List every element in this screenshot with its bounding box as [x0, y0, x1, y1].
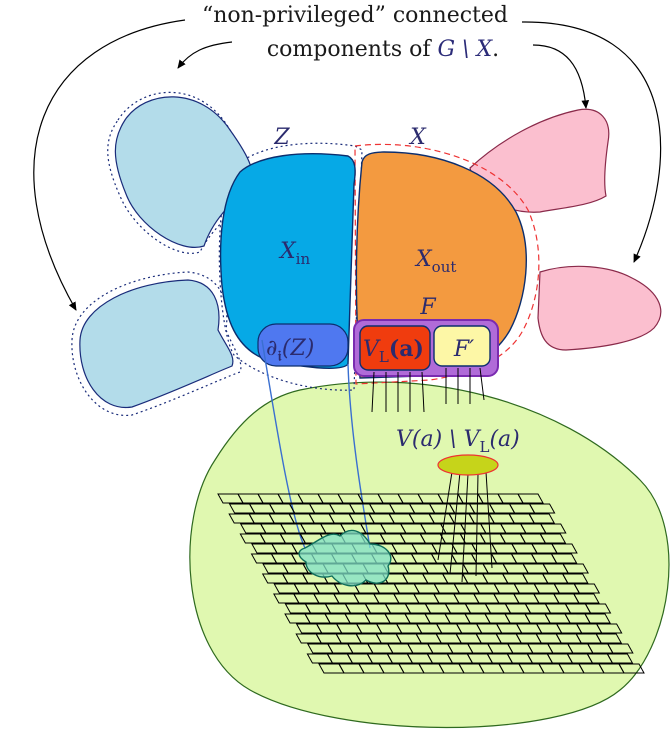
label-vl-arg: (a) — [389, 336, 424, 362]
arrow-to-lower-left-component — [33, 19, 186, 311]
label-vl-base: V — [363, 337, 381, 362]
label-f: F — [419, 295, 436, 320]
boundary-region — [257, 323, 349, 367]
grid-brick — [550, 553, 578, 564]
caption-line-1: “non-privileged” connected — [202, 3, 508, 28]
label-z: Z — [273, 125, 290, 150]
grid-brick — [528, 513, 556, 524]
label-x-out: Xout — [414, 247, 456, 276]
halo-left-lower — [71, 271, 242, 416]
grid-region — [189, 381, 670, 729]
edges-below-fprime — [445, 367, 485, 404]
label-x: X — [408, 125, 427, 150]
halo-z — [218, 142, 363, 391]
label-vl-sub: L — [379, 348, 389, 366]
fprime-region — [433, 325, 491, 367]
arrow-to-lower-right-component — [521, 21, 662, 263]
caption-line-2-text: components of — [267, 37, 438, 62]
x-dashed-outline — [354, 143, 540, 385]
component-lower-right — [537, 265, 662, 351]
label-boundary: ∂𝖎(Z) — [266, 336, 314, 365]
label-v-minus-sub: L — [479, 438, 489, 456]
x-in-region — [219, 153, 356, 369]
grid-brick — [573, 593, 600, 604]
grid-brick — [562, 563, 589, 574]
grid-brick — [618, 663, 645, 674]
caption-line-2-end: . — [492, 37, 499, 62]
connector-right — [347, 363, 371, 549]
label-boundary-sub: 𝖎 — [277, 347, 282, 365]
grid-brick — [517, 493, 544, 504]
grid-brick — [551, 543, 578, 554]
caption-line-2-math: G \ X — [437, 37, 493, 62]
arrow-to-upper-right-component — [532, 44, 590, 109]
label-boundary-sym: ∂ — [266, 336, 277, 361]
grid-brick — [539, 533, 567, 544]
grid-brick — [606, 653, 634, 664]
grid-brick — [528, 503, 556, 514]
label-v-minus-end: (a) — [489, 427, 519, 452]
grid-brick — [539, 523, 567, 534]
component-upper-right — [469, 108, 610, 213]
v-minus-vl-ellipse — [437, 454, 499, 476]
arrow-to-upper-left-component — [177, 41, 233, 69]
grid-brick — [606, 643, 634, 654]
halo-left-upper — [107, 91, 255, 254]
grid-brick — [584, 613, 611, 624]
grid-brick — [595, 633, 623, 644]
label-v-minus-vl: V(a) \ VL(a) — [396, 427, 520, 456]
label-x-in-sub: in — [296, 250, 311, 268]
component-lower-left — [79, 279, 234, 409]
grid-brick — [573, 583, 601, 594]
label-fprime: F′ — [453, 337, 474, 362]
edges-below-vl — [371, 371, 425, 413]
caption-line-2: components of G \ X. — [267, 37, 499, 62]
label-v-minus-main: V(a) \ V — [396, 427, 482, 452]
label-x-in-base: X — [278, 239, 297, 264]
ellipse-fan-lines — [437, 471, 493, 583]
label-x-in: Xin — [278, 239, 310, 268]
grid-brick — [561, 573, 589, 584]
label-x-out-base: X — [414, 247, 433, 272]
connector-left — [261, 339, 306, 549]
label-boundary-arg: (Z) — [282, 336, 314, 361]
grid-brick — [584, 603, 612, 614]
grid-brick — [595, 623, 623, 634]
label-vl: VL(a) — [363, 336, 424, 366]
vl-region — [359, 325, 431, 371]
grid-blob — [298, 529, 392, 587]
label-x-out-sub: out — [432, 258, 457, 276]
